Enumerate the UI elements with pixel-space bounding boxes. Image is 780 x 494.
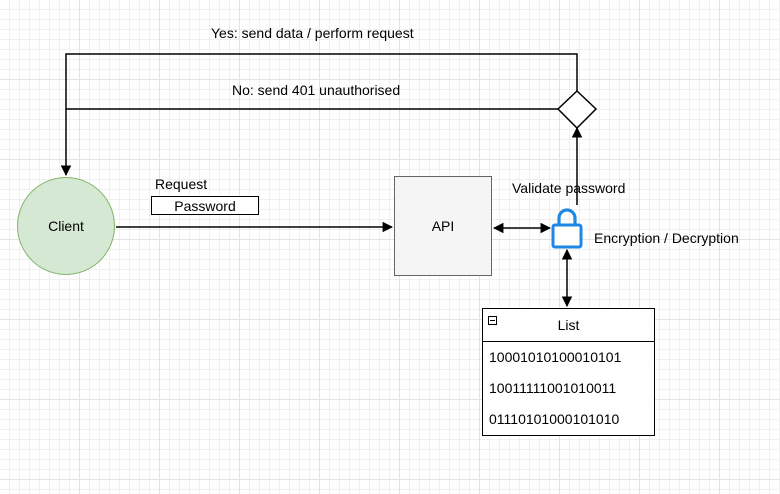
api-label: API	[431, 218, 455, 234]
label-encryption: Encryption / Decryption	[594, 230, 739, 246]
minus-icon[interactable]	[488, 316, 497, 325]
list-item[interactable]: 01110101000101010	[489, 411, 620, 427]
list-title: List	[557, 317, 580, 333]
list-item[interactable]: 10001010100010101	[489, 349, 622, 365]
list-item[interactable]: 10011111001010011	[489, 380, 617, 396]
list-container[interactable]: List 10001010100010101 10011111001010011…	[482, 308, 655, 436]
edge-yes	[60, 53, 578, 177]
password-box[interactable]: Password	[151, 196, 259, 215]
client-label: Client	[48, 218, 84, 234]
label-yes: Yes: send data / perform request	[211, 25, 414, 41]
label-request: Request	[155, 176, 208, 192]
label-validate-password: Validate password	[512, 180, 626, 196]
decision-diamond	[556, 89, 598, 130]
client-node[interactable]: Client	[17, 177, 115, 275]
password-label: Password	[174, 197, 236, 214]
lock-icon[interactable]	[551, 206, 583, 249]
list-header: List	[483, 309, 654, 342]
label-no: No: send 401 unauthorised	[232, 82, 401, 98]
api-node[interactable]: API	[394, 176, 492, 276]
